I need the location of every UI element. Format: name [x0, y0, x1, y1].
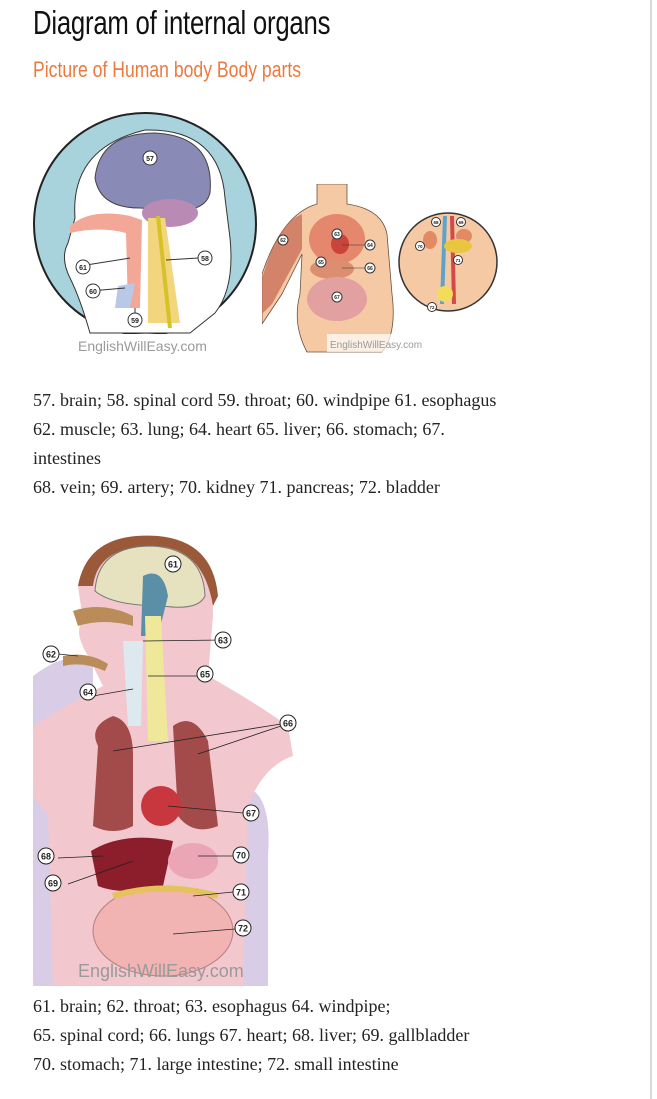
organ-label-71: 71 [232, 883, 250, 901]
svg-text:65: 65 [200, 670, 210, 680]
svg-text:67: 67 [246, 809, 256, 819]
svg-text:65: 65 [318, 260, 324, 266]
page-subtitle: Picture of Human body Body parts [33, 57, 302, 82]
head-label-59: 59 [127, 312, 143, 328]
svg-text:62: 62 [280, 238, 286, 244]
watermark: EnglishWillEasy.com [330, 340, 422, 351]
svg-text:71: 71 [455, 258, 461, 263]
svg-text:69: 69 [458, 220, 464, 225]
head-label-61: 61 [75, 259, 91, 275]
head-label-58: 58 [197, 250, 213, 266]
organ-label-69: 69 [44, 874, 62, 892]
page-title: Diagram of internal organs [33, 4, 331, 41]
caption-line: 68. vein; 69. artery; 70. kidney 71. pan… [33, 477, 440, 497]
torso-label-66: 66 [342, 262, 376, 274]
page-border [650, 0, 652, 1099]
organ-label-61: 61 [164, 555, 182, 573]
svg-text:58: 58 [201, 256, 209, 263]
watermark: EnglishWillEasy.com [78, 338, 207, 354]
svg-text:72: 72 [238, 924, 248, 934]
svg-text:70: 70 [236, 851, 246, 861]
svg-text:60: 60 [89, 289, 97, 296]
torso-label-64: 64 [342, 239, 376, 251]
svg-text:64: 64 [367, 243, 373, 249]
svg-text:68: 68 [433, 220, 439, 225]
svg-text:57: 57 [146, 156, 154, 163]
organ-label-68: 68 [37, 847, 55, 865]
organ-label-62: 62 [42, 645, 60, 663]
organ-label-67: 67 [242, 804, 260, 822]
caption-figure-2: 61. brain; 62. throat; 63. esophagus 64.… [33, 992, 633, 1079]
internal-organs-image: 61 62 63 64 65 66 67 68 69 70 71 72 Engl… [33, 535, 297, 986]
inset-label-70: 70 [415, 241, 425, 251]
torso-label-62: 62 [277, 234, 289, 246]
svg-text:61: 61 [79, 265, 87, 272]
svg-text:68: 68 [41, 852, 51, 862]
torso-label-65: 65 [315, 256, 327, 268]
caption-line: 57. brain; 58. spinal cord 59. throat; 6… [33, 390, 497, 410]
brain-shape [94, 132, 211, 211]
svg-text:66: 66 [367, 266, 373, 272]
organ-label-63: 63 [214, 631, 232, 649]
head-label-57: 57 [142, 150, 158, 166]
inset-label-68: 68 [431, 217, 441, 227]
svg-text:66: 66 [283, 719, 293, 729]
svg-text:63: 63 [334, 232, 340, 238]
caption-line: 70. stomach; 71. large intestine; 72. sm… [33, 1054, 399, 1074]
svg-text:63: 63 [218, 636, 228, 646]
torso-label-67: 67 [331, 291, 343, 303]
caption-figure-1: 57. brain; 58. spinal cord 59. throat; 6… [33, 386, 633, 502]
caption-line: 62. muscle; 63. lung; 64. heart 65. live… [33, 419, 445, 439]
head-label-60: 60 [85, 283, 101, 299]
svg-text:59: 59 [131, 318, 139, 325]
torso-label-63: 63 [331, 228, 343, 240]
svg-text:70: 70 [417, 244, 423, 249]
svg-text:67: 67 [334, 295, 340, 301]
caption-line: 65. spinal cord; 66. lungs 67. heart; 68… [33, 1025, 470, 1045]
inset-label-72: 72 [427, 302, 437, 312]
caption-line: intestines [33, 448, 101, 468]
inset-label-69: 69 [456, 217, 466, 227]
organ-label-66: 66 [279, 714, 297, 732]
head-diagram-image: 57 58 59 60 61 EnglishWillEasy.com [33, 112, 257, 356]
svg-text:61: 61 [168, 560, 178, 570]
watermark: EnglishWillEasy.com [78, 961, 244, 981]
organ-label-65: 65 [196, 665, 214, 683]
svg-text:64: 64 [83, 688, 93, 698]
svg-text:72: 72 [429, 305, 435, 310]
organ-label-72: 72 [234, 919, 252, 937]
svg-text:69: 69 [48, 879, 58, 889]
svg-text:71: 71 [236, 888, 246, 898]
svg-text:62: 62 [46, 650, 56, 660]
torso-diagram-image: 62 63 64 65 66 67 68 69 70 71 72 English… [262, 184, 498, 353]
caption-line: 61. brain; 62. throat; 63. esophagus 64.… [33, 996, 391, 1016]
organ-label-70: 70 [232, 846, 250, 864]
organ-label-64: 64 [79, 683, 97, 701]
inset-label-71: 71 [453, 255, 463, 265]
